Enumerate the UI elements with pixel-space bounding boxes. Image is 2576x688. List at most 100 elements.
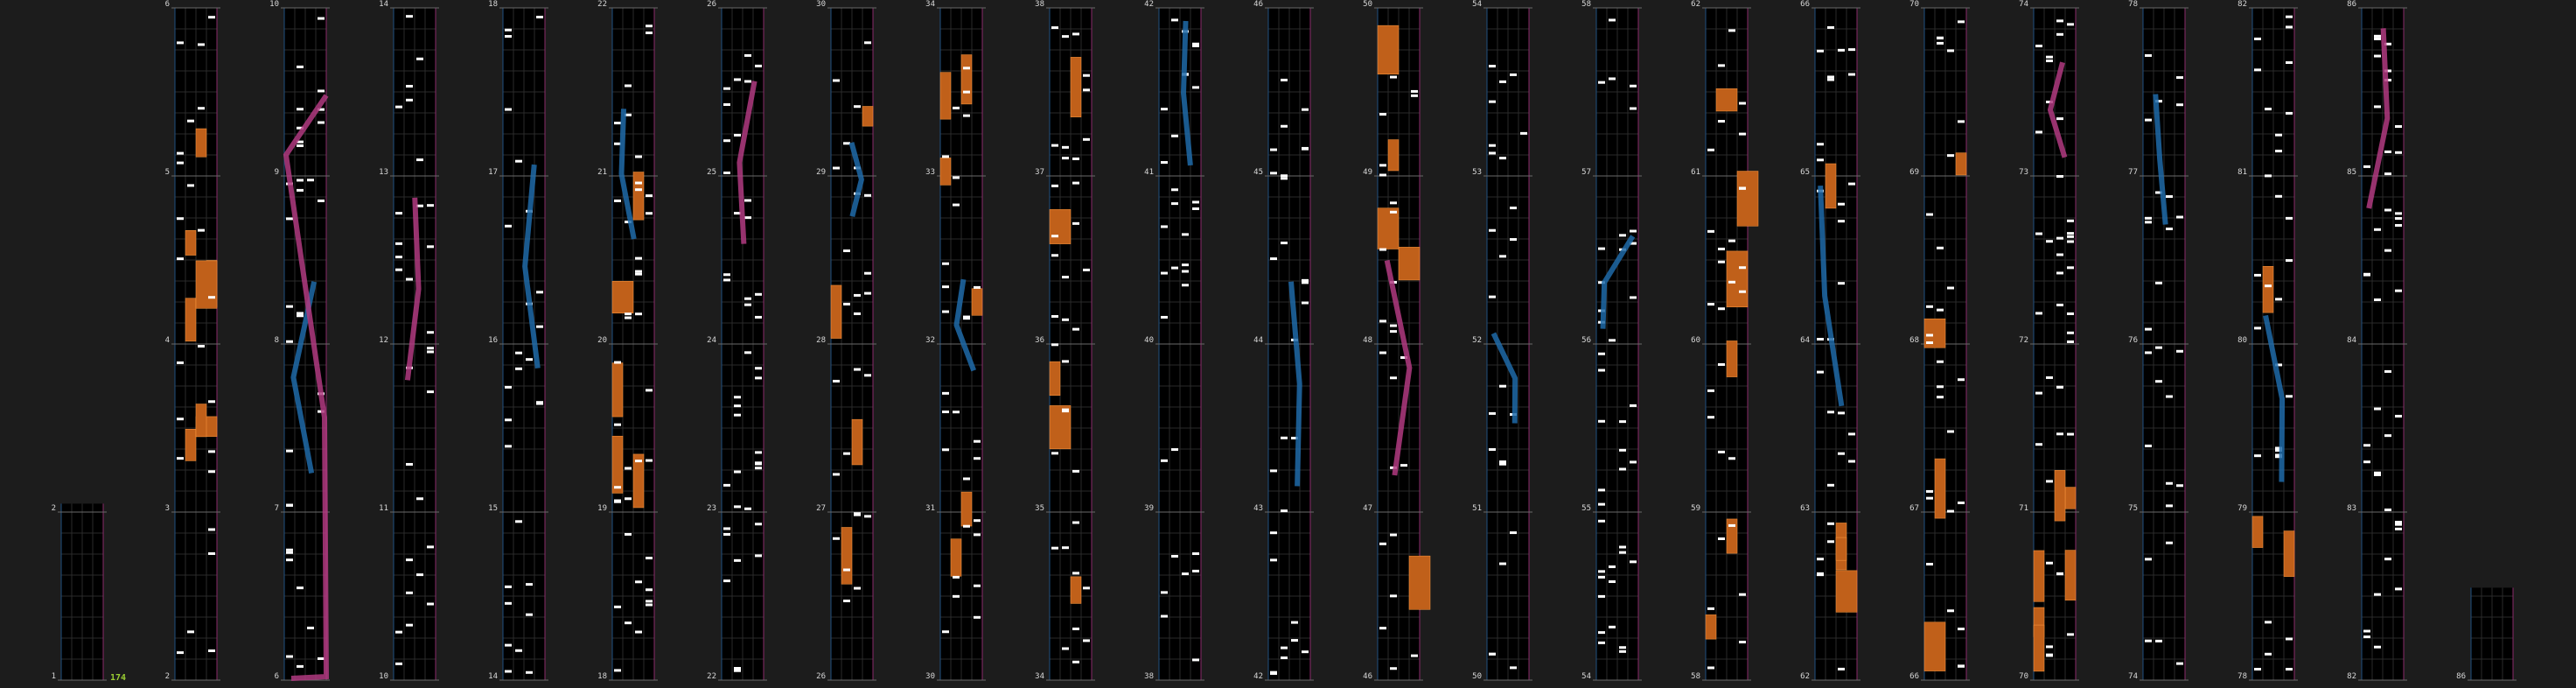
tap-note (1270, 558, 1277, 562)
measure-number: 43 (1253, 504, 1263, 513)
measure-number: 74 (2019, 0, 2028, 9)
tap-note (286, 217, 293, 221)
measure-number: 57 (1581, 168, 1591, 177)
tap-note (1630, 107, 1637, 110)
measure-number: 44 (1253, 336, 1263, 345)
tap-note (1718, 260, 1725, 263)
tap-note (1302, 281, 1309, 284)
tap-note (1411, 94, 1418, 97)
hold-note (1705, 614, 1717, 640)
tap-note (526, 670, 533, 674)
tap-note (744, 216, 751, 220)
tap-note (843, 302, 850, 305)
tap-note (505, 601, 512, 605)
tap-note (2384, 508, 2391, 511)
tap-note (963, 524, 970, 528)
measure-number: 10 (379, 672, 388, 681)
tap-note (2056, 271, 2063, 275)
tap-note (1958, 501, 1965, 504)
tap-note (953, 106, 960, 109)
tap-note (2395, 523, 2402, 526)
tap-note (1598, 575, 1605, 579)
hold-note (950, 538, 962, 577)
measure-number: 29 (816, 168, 826, 177)
tap-note (1707, 148, 1714, 151)
tap-note (2275, 298, 2282, 301)
tap-note (1062, 546, 1069, 550)
measure-number: 28 (816, 336, 826, 345)
tap-note (1072, 327, 1079, 331)
tap-note (208, 470, 215, 474)
tap-note (2265, 652, 2272, 656)
tap-note (1161, 315, 1168, 319)
measure-number: 39 (1144, 504, 1154, 513)
tap-note (1171, 202, 1178, 206)
tap-note (1171, 266, 1178, 270)
tap-note (1598, 570, 1605, 573)
tap-note (318, 656, 325, 660)
tap-note (2265, 174, 2272, 178)
tap-note (1598, 488, 1605, 492)
tap-note (734, 505, 741, 509)
measure-number: 15 (488, 504, 498, 513)
tap-note (2395, 212, 2402, 215)
tap-note (734, 212, 741, 215)
tap-note (854, 312, 861, 315)
tap-note (1161, 591, 1168, 594)
tap-note (1838, 411, 1845, 415)
tap-note (2166, 395, 2173, 398)
tap-note (625, 316, 632, 319)
tap-note (1739, 102, 1746, 105)
tap-note (286, 449, 293, 453)
tap-note (177, 161, 184, 165)
tap-note (2395, 527, 2402, 530)
measure-number: 67 (1909, 504, 1919, 513)
tap-note (2254, 273, 2261, 277)
tap-note (963, 315, 970, 319)
tap-note (2145, 53, 2152, 57)
tap-note (2176, 484, 2183, 488)
tap-note (1598, 81, 1605, 84)
measure-number: 79 (2237, 504, 2247, 513)
tap-note (2046, 561, 2053, 565)
tap-note (723, 102, 730, 106)
measure-number: 60 (1691, 336, 1700, 345)
slide-path (1490, 332, 1518, 424)
hold-note (2283, 530, 2295, 577)
tap-note (1739, 593, 1746, 596)
tap-note (2035, 45, 2042, 48)
tap-note (505, 643, 512, 647)
measure-number: 9 (275, 168, 279, 177)
tap-note (2395, 587, 2402, 591)
tap-note (2286, 637, 2293, 641)
tap-note (1827, 411, 1834, 414)
tap-note (625, 467, 632, 470)
measure-number: 59 (1691, 504, 1700, 513)
tap-note (635, 270, 642, 273)
tap-note (208, 649, 215, 652)
hold-note (632, 453, 645, 509)
measure-number: 26 (816, 672, 826, 681)
tap-note (1400, 464, 1407, 467)
tap-note (864, 41, 871, 45)
measure-number: 50 (1363, 0, 1372, 9)
slide-path (1181, 20, 1193, 166)
tap-note (1192, 200, 1199, 204)
tap-note (1379, 164, 1386, 167)
tap-note (515, 351, 522, 355)
tap-note (2067, 23, 2074, 26)
tap-note (1051, 26, 1058, 30)
tap-note (1728, 523, 1735, 527)
tap-note (416, 158, 423, 162)
measure-number: 66 (1909, 672, 1919, 681)
tap-note (1510, 238, 1517, 242)
tap-note (843, 568, 850, 572)
measure-number: 51 (1472, 504, 1482, 513)
measure-number: 10 (269, 0, 279, 9)
tap-note (2254, 454, 2261, 458)
